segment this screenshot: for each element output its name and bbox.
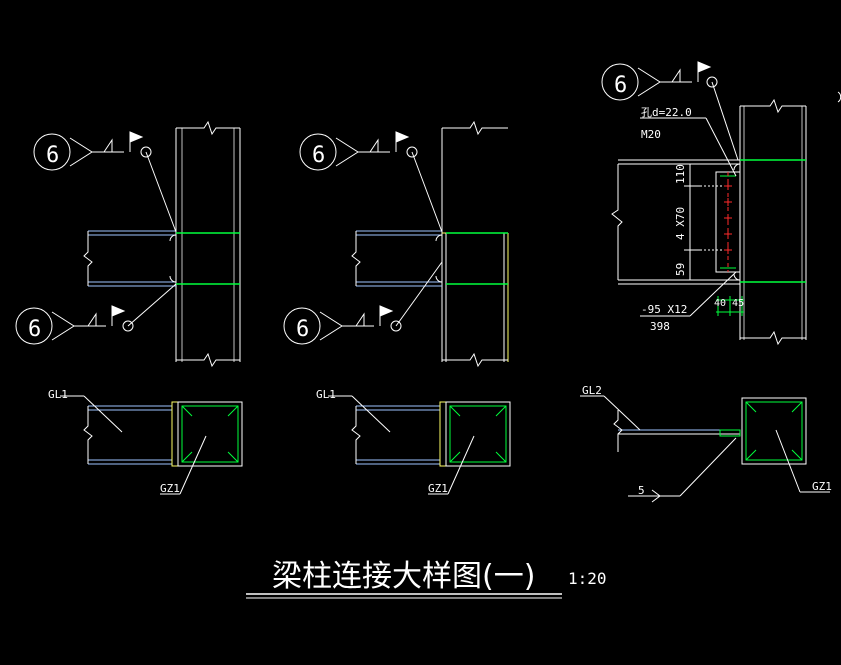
detail-2-plan <box>328 395 511 495</box>
weld-number-2b: 6 <box>296 317 309 342</box>
beam-label-2: GL1 <box>316 388 336 401</box>
weld-symbol-1b <box>15 283 177 345</box>
drawing-title: 梁柱连接大样图(一) <box>272 559 535 594</box>
bolt <box>724 246 732 254</box>
dim-right: 40 45 <box>714 298 744 309</box>
beam-2 <box>351 230 508 287</box>
dim-mid: 4 X70 <box>674 207 687 240</box>
column-label-2: GZ1 <box>428 482 448 495</box>
column-1 <box>175 120 241 368</box>
detail-1-plan <box>60 395 243 495</box>
drawing-title-block: 梁柱连接大样图(一) 1:20 <box>246 559 607 599</box>
drawing-scale: 1:20 <box>568 569 607 588</box>
beam-label-1: GL1 <box>48 388 68 401</box>
beam-3 <box>611 159 806 285</box>
bolt <box>724 214 732 222</box>
weld-number-3: 6 <box>614 73 627 98</box>
weld-symbol-2a <box>299 131 443 233</box>
column-label-3: GZ1 <box>812 480 832 493</box>
dimensions-3 <box>640 117 744 317</box>
detail-3-plan <box>580 395 830 503</box>
length-note: 398 <box>650 320 670 333</box>
column-2 <box>441 120 509 368</box>
weld-symbol-1a <box>33 131 177 233</box>
dim-top: 110 <box>674 164 687 184</box>
detail-3-elevation: 孔d=22.0 M20 110 4 X70 59 40 45 -95 X12 3… <box>601 61 841 346</box>
plate-note: -95 X12 <box>641 303 687 316</box>
hole-note: 孔d=22.0 <box>641 106 692 119</box>
bolt-group <box>724 172 732 272</box>
column-3 <box>739 91 841 346</box>
beam-label-3: GL2 <box>582 384 602 397</box>
column-label-1: GZ1 <box>160 482 180 495</box>
detail-1-elevation: 6 6 <box>15 120 241 368</box>
weld-tag-3: 5 <box>638 484 645 497</box>
weld-symbol-2b <box>283 261 443 345</box>
bolt <box>724 198 732 206</box>
bolt <box>724 230 732 238</box>
bolt-note: M20 <box>641 128 661 141</box>
bolt <box>724 182 732 190</box>
weld-number-1a: 6 <box>46 143 59 168</box>
weld-symbol-3 <box>601 61 739 161</box>
detail-2-elevation: 6 6 <box>283 120 509 368</box>
beam-1 <box>83 230 240 287</box>
weld-number-1b: 6 <box>28 317 41 342</box>
dim-bottom: 59 <box>674 263 687 276</box>
weld-number-2a: 6 <box>312 143 325 168</box>
